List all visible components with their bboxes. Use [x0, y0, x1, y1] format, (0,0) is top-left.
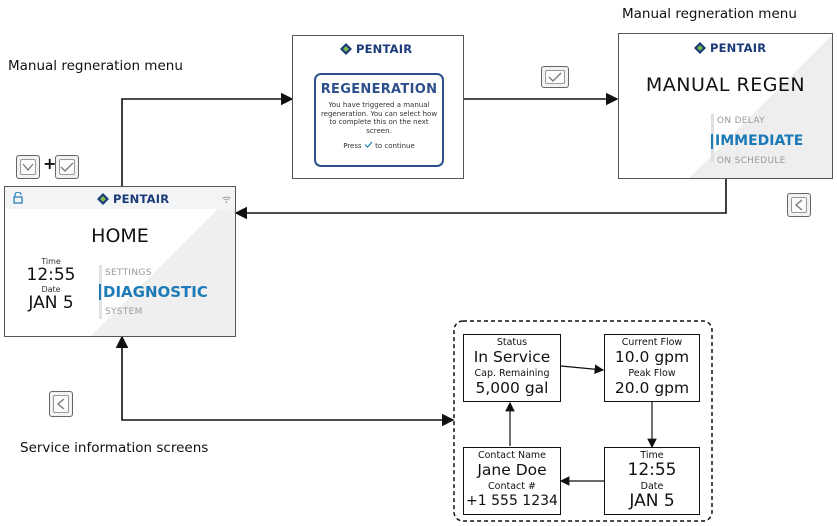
contact-name-label: Contact Name — [477, 450, 546, 461]
chevron-left-icon — [56, 398, 65, 410]
status-label: Status — [496, 337, 528, 348]
cap-remaining-value: 5,000 gal — [475, 379, 549, 397]
chevron-down-icon — [22, 163, 34, 172]
regeneration-screen: PENTAIR REGENERATION You have triggered … — [292, 35, 464, 179]
pentair-logo: PENTAIR — [97, 192, 169, 206]
contact-number-value: +1 555 1234 — [466, 493, 558, 509]
pentair-logo: PENTAIR — [694, 41, 766, 55]
continue-label: to continue — [375, 142, 415, 150]
cap-remaining-label: Cap. Remaining — [474, 368, 550, 379]
regeneration-body-2: regeneration. You can select how — [320, 109, 438, 118]
time-value: 12:55 — [26, 265, 76, 285]
regeneration-body-1: You have triggered a manual — [328, 101, 430, 109]
home-screen: PENTAIR HOME Time 12:55 Date JAN 5 SETTI… — [4, 186, 236, 337]
pentair-logo: PENTAIR — [340, 42, 412, 56]
service-group-border — [453, 320, 713, 522]
press-label: Press — [343, 142, 362, 150]
option-on-delay[interactable]: ON DELAY — [717, 116, 765, 126]
regeneration-title: REGENERATION — [320, 82, 438, 97]
regeneration-dialog: REGENERATION You have triggered a manual… — [314, 73, 444, 167]
back-key-manual[interactable] — [787, 193, 811, 217]
contact-number-label: Contact # — [488, 481, 536, 492]
down-key[interactable] — [16, 155, 40, 179]
service-date-label: Date — [640, 481, 664, 492]
option-immediate[interactable]: IMMEDIATE — [715, 133, 804, 149]
plus-sign: + — [43, 154, 57, 173]
caption-manual-regen-top: Manual regneration menu — [622, 6, 797, 22]
check-key-continue[interactable] — [541, 66, 569, 88]
arrow-home-service — [115, 335, 455, 427]
service-time-label: Time — [640, 450, 664, 461]
option-on-schedule[interactable]: ON SCHEDULE — [717, 156, 786, 166]
service-flow-screen: Current Flow 10.0 gpm Peak Flow 20.0 gpm — [604, 334, 700, 402]
menu-settings[interactable]: SETTINGS — [105, 268, 152, 278]
regeneration-body-3: to complete this on the next screen. — [329, 118, 429, 135]
check-icon — [364, 141, 373, 148]
date-label: Date — [41, 285, 61, 294]
service-contact-screen: Contact Name Jane Doe Contact # +1 555 1… — [463, 447, 561, 515]
service-time-screen: Time 12:55 Date JAN 5 — [604, 447, 700, 515]
peak-flow-value: 20.0 gpm — [614, 379, 690, 397]
current-flow-value: 10.0 gpm — [614, 348, 690, 366]
current-flow-label: Current Flow — [621, 337, 683, 348]
status-value: In Service — [473, 348, 551, 366]
check-icon — [60, 162, 74, 172]
service-date-value: JAN 5 — [629, 491, 675, 511]
home-title: HOME — [91, 225, 149, 247]
caption-manual-regen-left: Manual regneration menu — [8, 58, 183, 74]
menu-diagnostic[interactable]: DIAGNOSTIC — [103, 283, 208, 301]
menu-system[interactable]: SYSTEM — [105, 307, 143, 317]
peak-flow-label: Peak Flow — [628, 368, 676, 379]
caption-service-info: Service information screens — [20, 440, 209, 456]
contact-name-value: Jane Doe — [477, 461, 547, 479]
manual-regen-title: MANUAL REGEN — [645, 74, 806, 96]
manual-regen-screen: PENTAIR MANUAL REGEN ON DELAY IMMEDIATE … — [618, 33, 833, 179]
wifi-icon — [222, 196, 231, 203]
date-value: JAN 5 — [28, 293, 74, 313]
back-key-home[interactable] — [49, 391, 73, 417]
time-label: Time — [41, 257, 61, 266]
arrow-home-to-regen — [121, 92, 294, 186]
arrow-manual-to-home — [234, 179, 727, 220]
check-key[interactable] — [55, 155, 79, 179]
chevron-left-icon — [794, 199, 803, 211]
service-status-screen: Status In Service Cap. Remaining 5,000 g… — [463, 334, 561, 402]
service-time-value: 12:55 — [627, 460, 677, 480]
unlock-icon — [13, 192, 23, 204]
check-icon — [548, 72, 562, 82]
